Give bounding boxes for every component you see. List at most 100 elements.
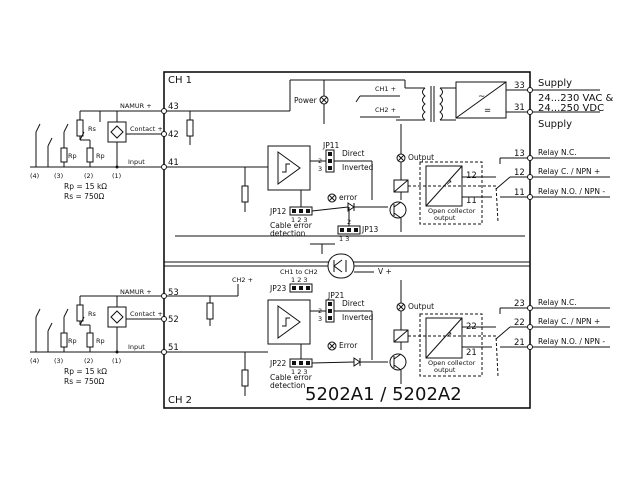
ch1-rp-label-2: Rp	[96, 152, 105, 160]
ch1-jp12-pins: 1 2 3	[291, 216, 308, 224]
transformer-secondary	[422, 87, 426, 121]
ch2-pullup-resistor	[206, 302, 214, 320]
power-label: Power	[294, 96, 318, 105]
ch1-relay-switch	[495, 176, 511, 190]
supply-range-ac: 24...230 VAC &	[538, 93, 614, 104]
supply-tap-ch2: CH2 +	[375, 106, 396, 114]
ch2-rp-resistor-3	[60, 332, 68, 348]
ch2-rp-label-2: Rp	[96, 337, 105, 345]
link-vplus: V +	[378, 267, 392, 276]
svg-text:↗: ↗	[446, 330, 452, 339]
ch1-comparator-box	[267, 145, 311, 191]
ch2-contact-label: Contact +	[130, 310, 163, 318]
ch1-input-label: Input	[128, 158, 145, 166]
ch1-oc-output-label: output	[434, 214, 456, 222]
ch1-terminal-41	[161, 164, 167, 170]
channel-link-section: CH2 + CH1 to CH2 V +	[175, 235, 525, 284]
ch2-jp23-label: JP23	[269, 284, 287, 293]
ch2-output-led-label: Output	[408, 302, 434, 311]
ch2-relay-terminal-21-label: 21	[514, 338, 525, 348]
ch2-jp22-label: JP22	[269, 359, 287, 368]
ch2-terminal-51	[161, 349, 167, 355]
ch2-comparator-box	[267, 299, 311, 345]
ch1-terminal-43	[161, 108, 167, 114]
ch2-relay-terminal-23-label: 23	[514, 299, 525, 309]
supply-terminal-33	[527, 87, 533, 93]
ch2-relay-terminal-23	[527, 305, 533, 311]
ch1-jp13-pins-bottom: 1 3	[339, 235, 349, 243]
ch2-relay-switch	[495, 326, 511, 340]
ch2-rs-value: Rs = 750Ω	[64, 377, 104, 386]
ch2-relay-nc-label: Relay N.C.	[538, 298, 577, 307]
ch2-diode	[353, 357, 361, 367]
ch2-oc-dashed-outline	[419, 313, 483, 377]
ch2-rp-resistor-2	[86, 332, 94, 348]
ch1-jp11-pin3: 3	[318, 165, 322, 173]
module-outline	[163, 71, 531, 409]
ch1-relay-terminal-12-label: 12	[514, 168, 525, 178]
ch2-direct-label: Direct	[342, 299, 365, 308]
transformer-primary	[439, 87, 443, 121]
ch2-jp22-pins: 1 2 3	[291, 368, 308, 376]
ch1-relay-no-label: Relay N.O. / NPN -	[538, 187, 605, 196]
ch1-variant-4: (4)	[30, 172, 39, 180]
ch2-terminal-51-label: 51	[168, 343, 179, 353]
supply-terminal-33-label: 33	[514, 81, 525, 91]
ch2-jp21-pin3: 3	[318, 315, 322, 323]
svg-text:~: ~	[478, 92, 485, 102]
supply-terminal-31	[527, 109, 533, 115]
ch1-rs-resistor	[76, 119, 84, 137]
ch2-namur-label: NAMUR +	[120, 288, 152, 296]
supply-terminal-31-label: 31	[514, 103, 525, 113]
ch1-relay-section: 13 12 11 Relay N.C. Relay C. / NPN + Rel…	[408, 148, 610, 223]
ch2-detection-label: detection	[270, 381, 306, 390]
ch2-rs-label: Rs	[88, 310, 97, 318]
ch1-pullup-resistor	[186, 119, 194, 137]
ch1-detection-label: detection	[270, 229, 306, 238]
supply-label-top: Supply	[538, 78, 572, 89]
ch1-oc-pin-12: 12	[466, 171, 477, 181]
ch1-rs-value: Rs = 750Ω	[64, 192, 104, 201]
ch2-terminal-53-label: 53	[168, 288, 179, 298]
ch1-contact-label: Contact +	[130, 125, 163, 133]
ch2-relay-terminal-22-label: 22	[514, 318, 525, 328]
ch1-relay-terminal-13	[527, 155, 533, 161]
ch1-output-led-label: Output	[408, 153, 434, 162]
ch2-relay-terminal-22	[527, 324, 533, 330]
ch2-oc-label: Open collector	[428, 359, 476, 367]
ch1-inverted-label: Inverted	[342, 163, 374, 172]
ch1-relay-terminal-11-label: 11	[514, 188, 525, 198]
ch1-direct-label: Direct	[342, 149, 365, 158]
ch2-oc-pin-21: 21	[466, 348, 477, 358]
ch2-terminal-53	[161, 293, 167, 299]
ch1-relay-terminal-11	[527, 194, 533, 200]
ch1-oc-dashed-outline	[419, 161, 483, 225]
supply-label-bottom: Supply	[538, 119, 572, 130]
ch2-terminal-52-label: 52	[168, 315, 179, 325]
ch2-error-led-label: Error	[339, 341, 358, 350]
svg-text:=: =	[484, 106, 491, 116]
ch1-relay-nc-label: Relay N.C.	[538, 148, 577, 157]
optocoupler	[327, 253, 355, 279]
ch1-rp-value: Rp = 15 kΩ	[64, 182, 107, 191]
ch2-variant-1: (1)	[112, 357, 121, 365]
ch1-rp-label-3: Rp	[68, 152, 77, 160]
svg-text:↗: ↗	[446, 178, 452, 187]
ch1-terminal-41-label: 41	[168, 158, 179, 168]
ch1-rp-resistor-2	[86, 147, 94, 163]
ch1-namur-label: NAMUR +	[120, 102, 152, 110]
ch1-relay-terminal-12	[527, 174, 533, 180]
supply-range-dc: 24...250 VDC	[538, 103, 604, 114]
ch2-relay-section: 23 22 21 Relay N.C. Relay C. / NPN + Rel…	[408, 298, 610, 377]
ch2-jp21-label: JP21	[327, 291, 345, 300]
ch1-jp12-label: JP12	[269, 207, 287, 216]
ch2-jp23-pins: 1 2 3	[291, 276, 308, 284]
ch1-input-section: NAMUR + Contact + Input 43 42 41 Rs Rp R…	[30, 80, 311, 212]
ch2-variant-2: (2)	[84, 357, 93, 365]
supply-section: ~ = 33 31 Supply 24...230 VAC & 24...250…	[290, 78, 614, 130]
ch2-cable-error-label: Cable error	[270, 373, 313, 382]
ch1-cable-error-label: Cable error	[270, 221, 313, 230]
channel-1-label: CH 1	[168, 75, 192, 86]
ch2-relay-terminal-21	[527, 344, 533, 350]
